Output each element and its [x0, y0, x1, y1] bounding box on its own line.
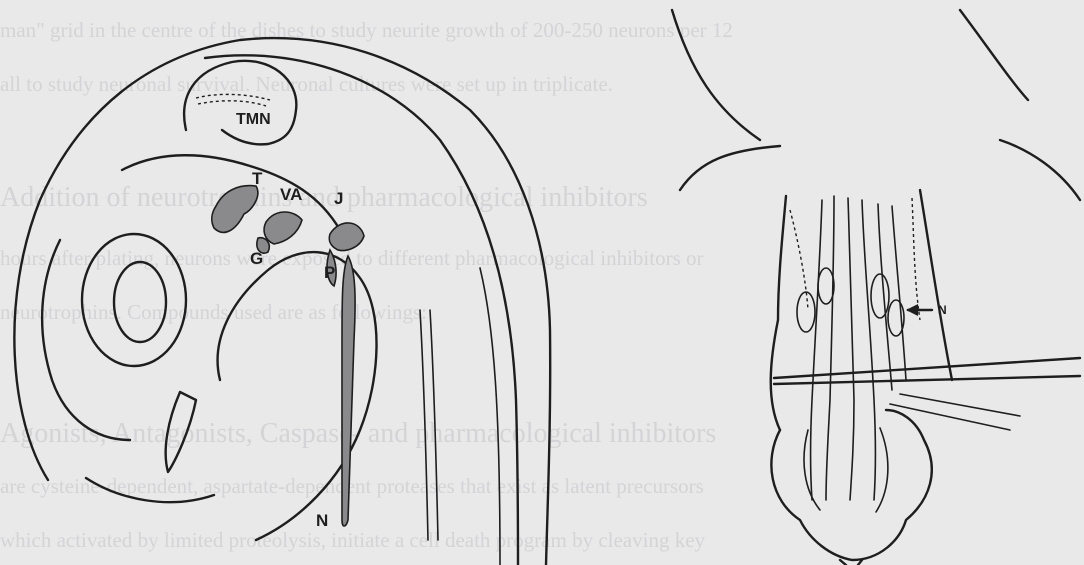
dissection-outline-right	[912, 198, 920, 320]
lower-body-lobe-right	[876, 428, 888, 512]
lower-face-contour	[86, 478, 214, 502]
label-g: G	[250, 249, 263, 268]
label-n-right: N	[938, 303, 947, 317]
trigeminal-ganglion	[212, 186, 258, 233]
head-right-contour	[1000, 140, 1080, 200]
nodose-ganglion	[342, 256, 355, 526]
label-va: VA	[280, 185, 302, 204]
dissection-diagram: N	[672, 10, 1080, 565]
label-p: P	[324, 263, 335, 282]
dissection-outline-left	[790, 210, 808, 310]
upper-right-curve	[960, 10, 1028, 100]
tissue-right-edge	[920, 190, 952, 380]
needle-line-lower	[774, 376, 1080, 384]
tmn-nucleus	[196, 94, 270, 100]
label-n-left: N	[316, 511, 328, 530]
tissue-left-edge	[771, 196, 786, 430]
ganglion-ellipse-3	[871, 274, 889, 318]
head-outline	[14, 38, 550, 565]
vestibuloacoustic-ganglion	[264, 212, 302, 244]
head-left-contour	[680, 146, 780, 190]
label-j: J	[334, 189, 343, 208]
mouth-contour	[166, 392, 196, 472]
label-tmn: TMN	[236, 111, 271, 128]
eye-outer	[82, 234, 186, 366]
nerve-strands	[811, 196, 907, 500]
ganglion-ellipse-2	[818, 268, 834, 304]
label-t: T	[252, 169, 263, 188]
forceps-line-1	[900, 394, 1020, 416]
lower-body-lobe-left	[804, 430, 820, 510]
eye-lens	[114, 262, 166, 342]
forebrain-contour	[42, 240, 130, 440]
bottom-stem	[840, 560, 846, 565]
neural-tube-middle	[480, 268, 500, 565]
needle-line-upper	[774, 358, 1080, 378]
midbrain-bulge	[184, 61, 296, 145]
jugular-ganglion	[329, 223, 364, 251]
embryo-head-diagram: TMN T VA J G P N	[14, 38, 550, 565]
upper-left-curve	[672, 10, 760, 140]
ganglion-ellipse-1	[797, 292, 815, 332]
neural-tube-inner	[205, 55, 518, 565]
arrow-head	[906, 304, 918, 316]
nerve-trunk	[420, 310, 428, 540]
